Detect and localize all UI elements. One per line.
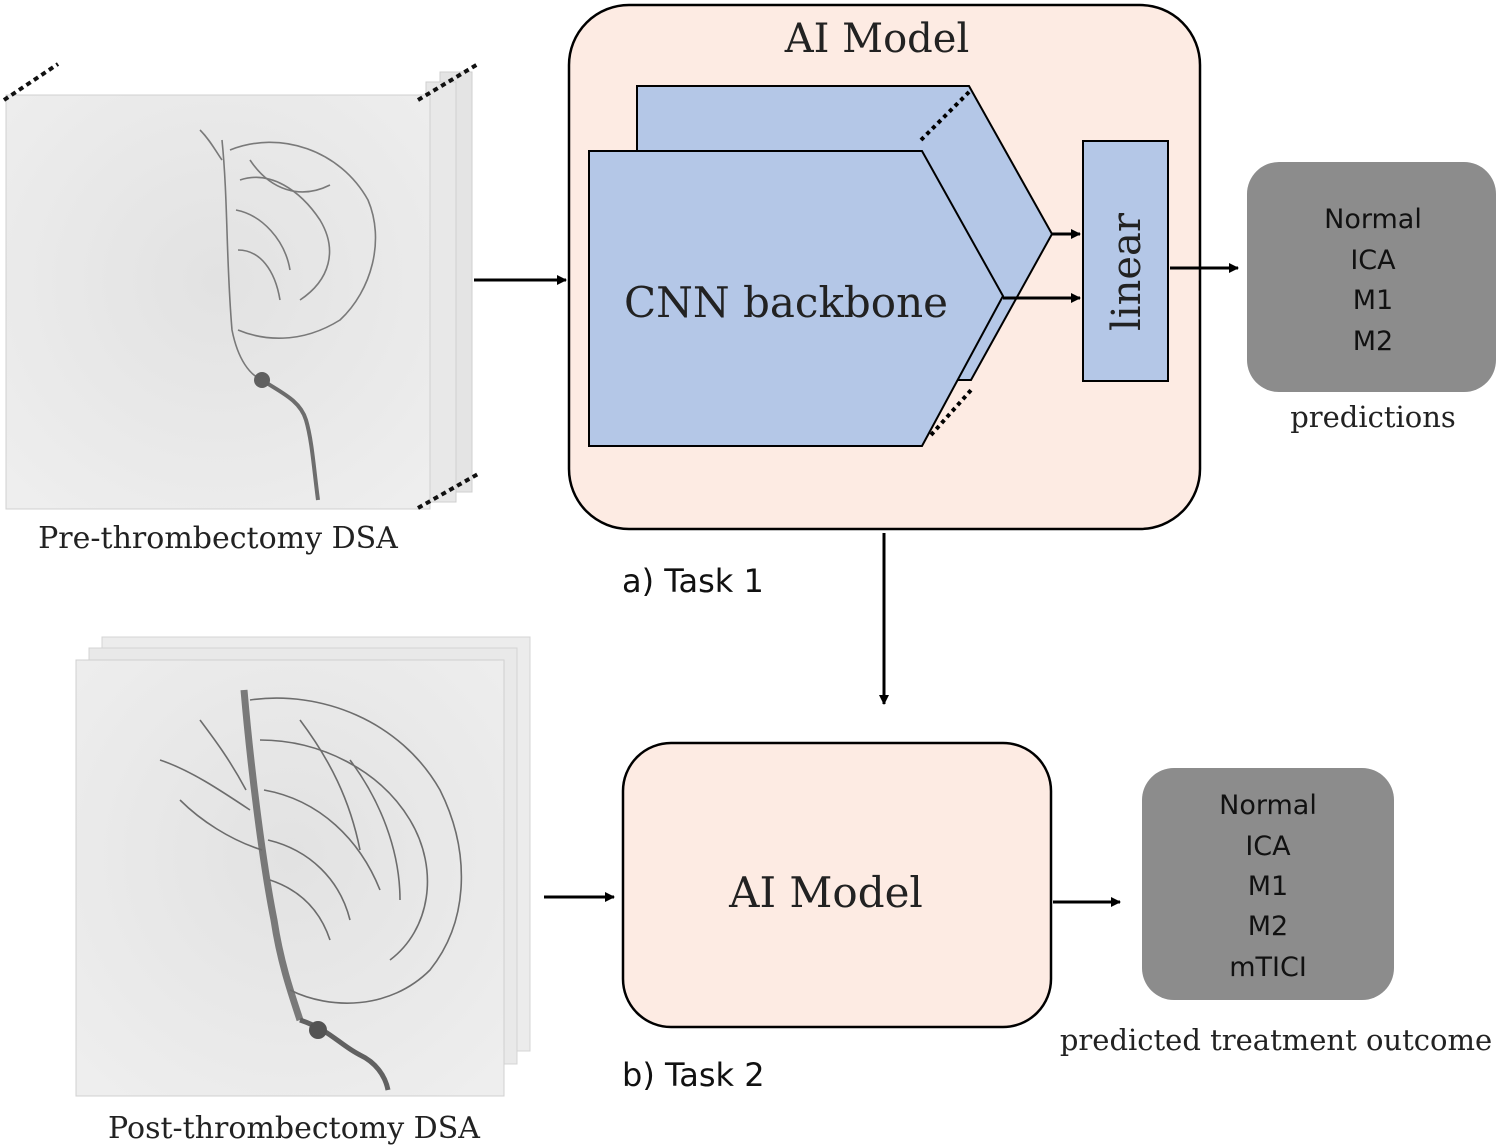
pre-dsa-image-stack xyxy=(2,62,480,510)
task1-model-title: AI Model xyxy=(784,16,970,62)
pre-dsa-label: Pre-thrombectomy DSA xyxy=(38,521,398,556)
pre-dsa-vessels xyxy=(199,129,377,501)
post-dsa-image xyxy=(75,659,505,1097)
post-dsa-image-stack xyxy=(75,636,531,1097)
prediction-class: ICA xyxy=(1350,245,1396,276)
prediction-class: M2 xyxy=(1353,326,1393,357)
outcome-box xyxy=(1142,768,1394,1000)
cnn-backbone-block xyxy=(588,150,1005,447)
outcome-class: M1 xyxy=(1248,871,1288,902)
outcome-caption: predicted treatment outcome xyxy=(1060,1023,1492,1057)
prediction-class: Normal xyxy=(1324,204,1422,235)
task2-ai-model-box xyxy=(621,741,1053,1029)
post-dsa-vessels xyxy=(159,689,463,1091)
predictions-caption: predictions xyxy=(1290,400,1456,434)
cnn-backbone-label: CNN backbone xyxy=(624,278,948,327)
outcome-class: mTICI xyxy=(1229,952,1307,983)
linear-layer-block xyxy=(1082,140,1169,382)
linear-label: linear xyxy=(1104,212,1150,331)
outcome-class: ICA xyxy=(1245,831,1291,862)
outcome-class: M2 xyxy=(1248,911,1288,942)
outcome-class: Normal xyxy=(1219,790,1317,821)
pre-dsa-image xyxy=(5,94,431,510)
prediction-class: M1 xyxy=(1353,285,1393,316)
task1-label: a) Task 1 xyxy=(622,562,764,600)
task2-model-title: AI Model xyxy=(728,868,923,917)
task2-label: b) Task 2 xyxy=(622,1056,765,1094)
post-dsa-label: Post-thrombectomy DSA xyxy=(108,1111,480,1146)
predictions-box xyxy=(1247,162,1496,392)
